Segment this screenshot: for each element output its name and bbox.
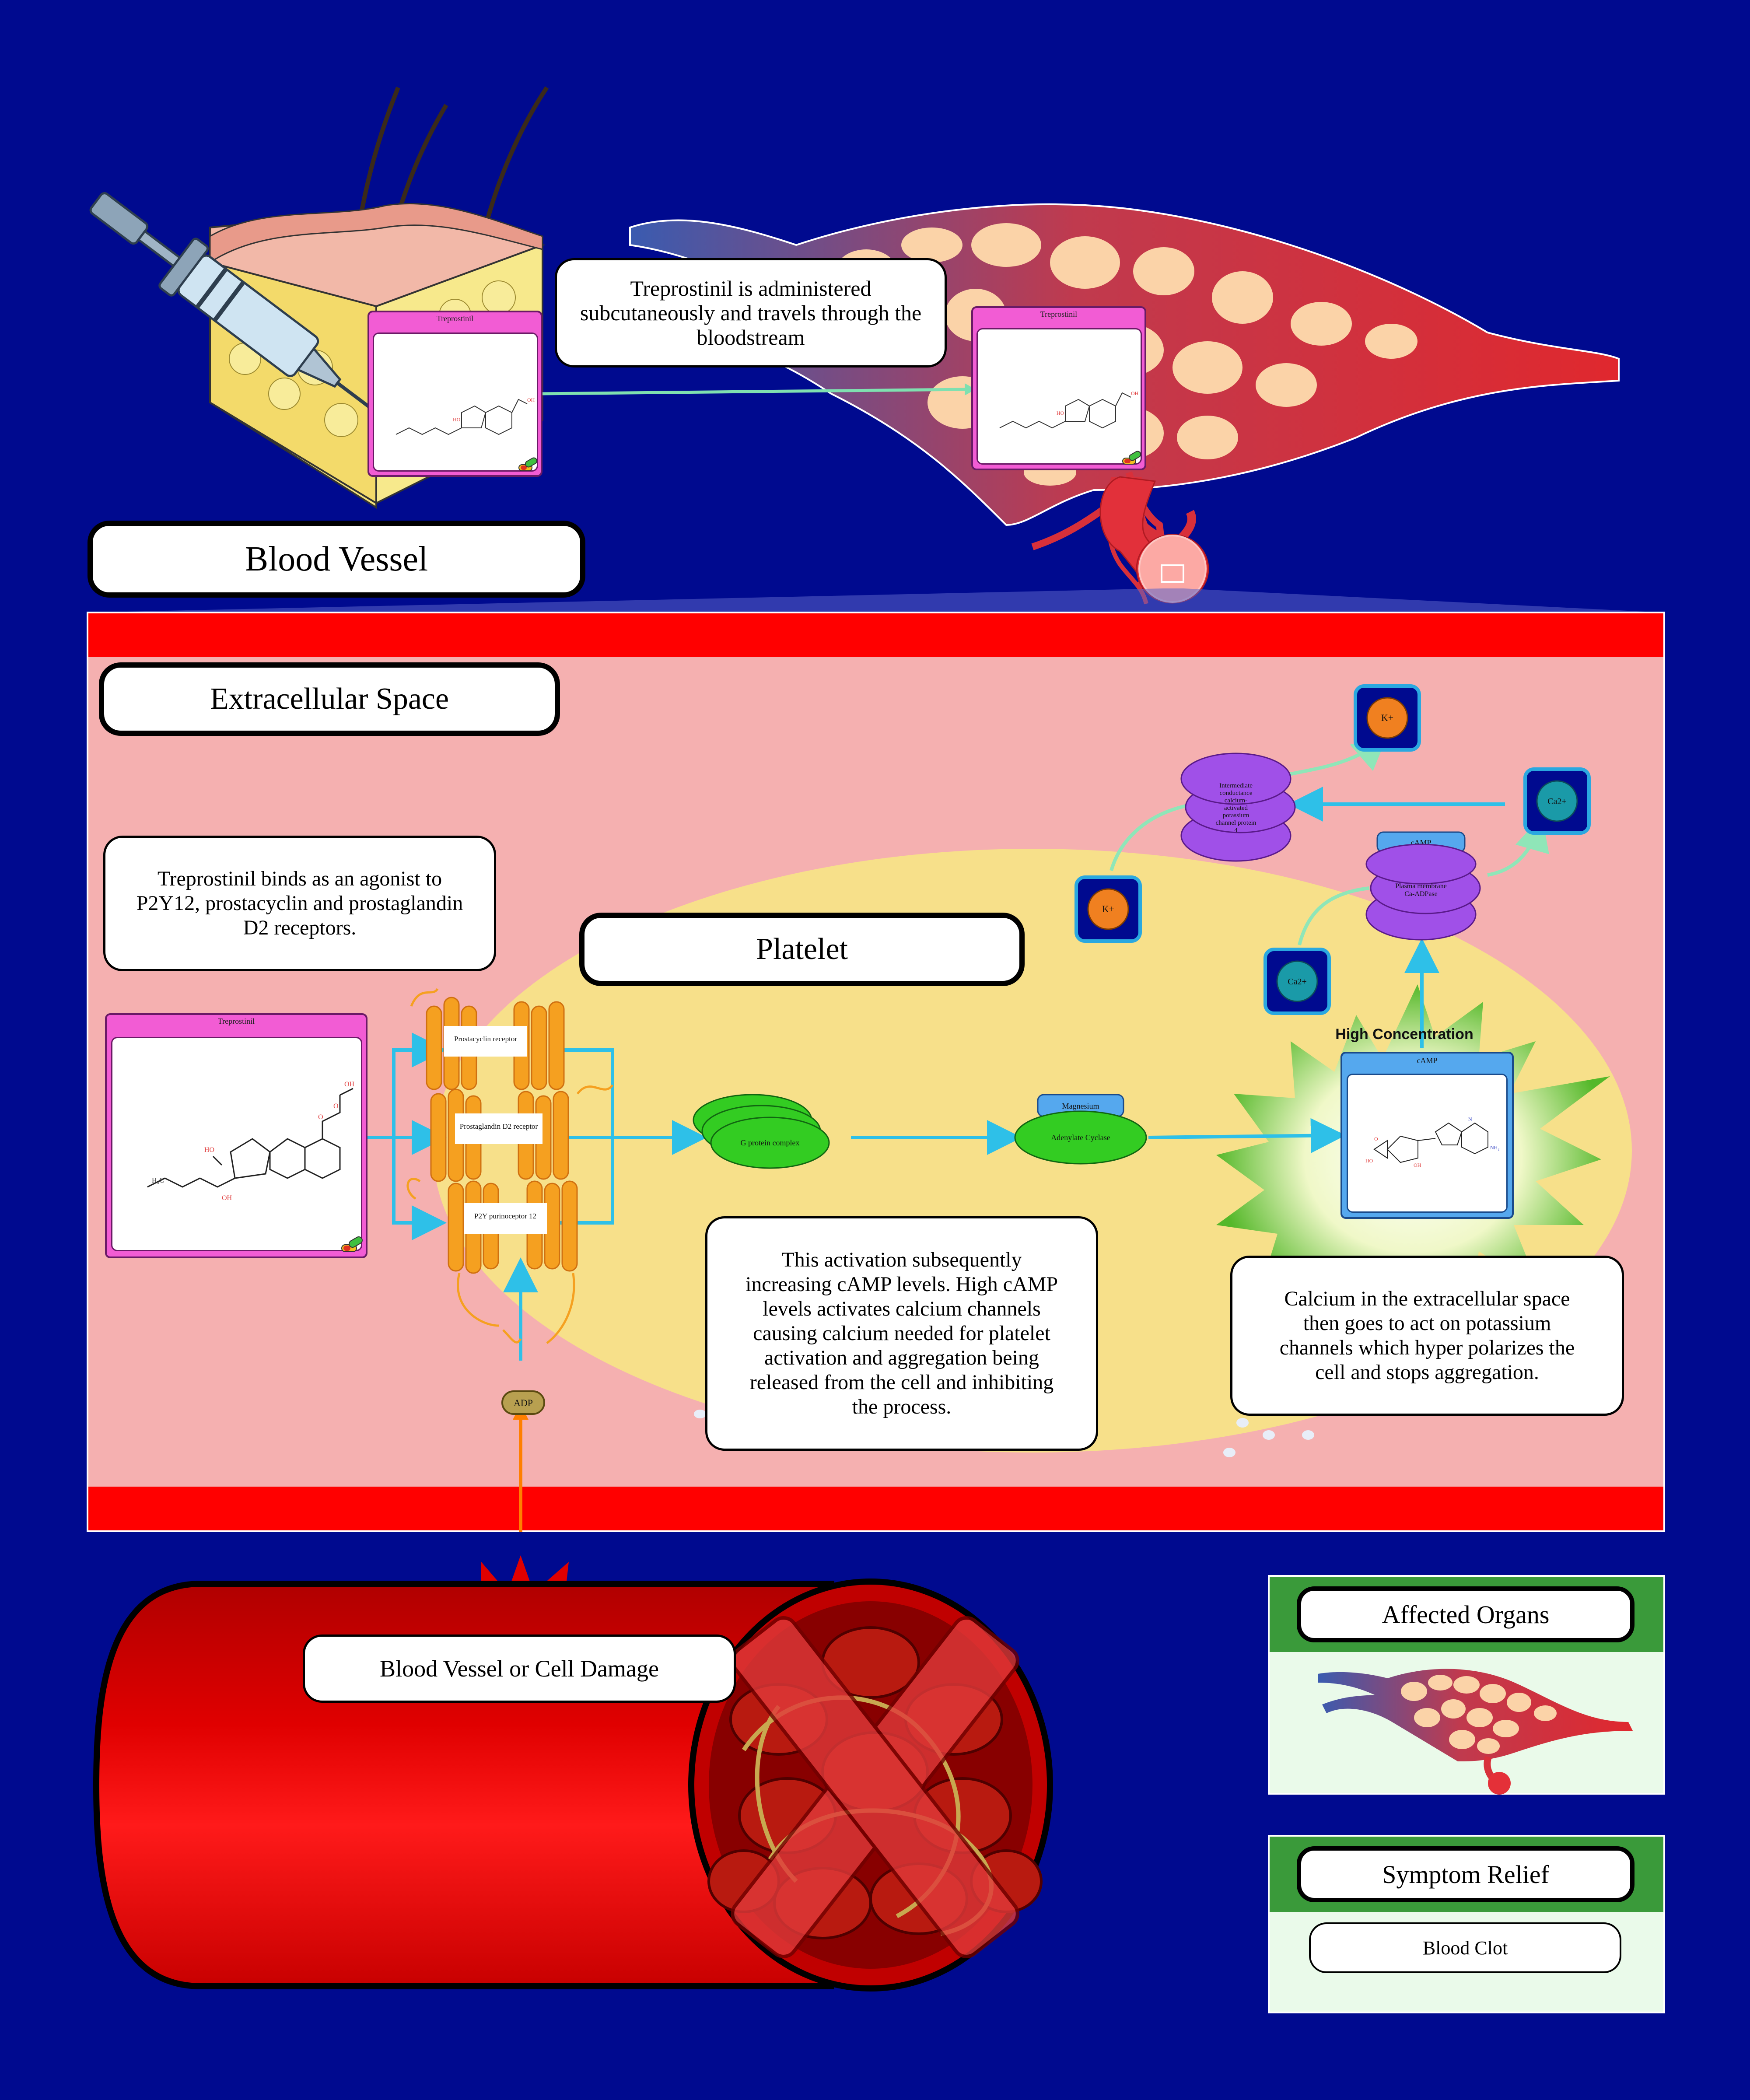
drug-card-panel: Treprostinil H₃C HO OH O OH O	[105, 1013, 368, 1258]
svg-text:O: O	[333, 1102, 339, 1110]
symptom-relief-title: Symptom Relief	[1297, 1846, 1634, 1902]
extracellular-title: Extracellular Space	[99, 662, 560, 736]
adenylate-cyclase-label: Adenylate Cyclase	[1051, 1133, 1110, 1142]
svg-text:OH: OH	[344, 1081, 355, 1088]
adp-arrow	[513, 1404, 528, 1532]
binds-callout: Treprostinil binds as an agonist to P2Y1…	[103, 836, 496, 971]
g-protein-complex	[693, 1094, 830, 1169]
p2y12-label: P2Y purinoceptor 12	[474, 1212, 536, 1220]
svg-text:HO: HO	[453, 416, 461, 423]
g-protein-label: G protein complex	[741, 1138, 800, 1147]
platelet-title-text: Platelet	[756, 932, 848, 966]
adp-node	[501, 1390, 545, 1415]
blood-clot-item: Blood Clot	[1309, 1922, 1621, 1973]
p2y12-box	[464, 1203, 547, 1234]
small-vesicles	[694, 1410, 1314, 1457]
activation-callout-text: This activation subsequently increasing …	[745, 1248, 1058, 1418]
svg-text:OH: OH	[1131, 390, 1139, 396]
blood-vessel-title-text: Blood Vessel	[245, 539, 428, 578]
calcium-callout: Calcium in the extracellular space then …	[1230, 1256, 1624, 1416]
svg-text:O: O	[1374, 1136, 1378, 1142]
camp-card: cAMP HO O OH NH₂ N	[1340, 1052, 1514, 1219]
drug-card-title: Treprostinil	[1040, 310, 1078, 318]
svg-text:NH₂: NH₂	[1490, 1144, 1500, 1151]
drug-card-title: Treprostinil	[217, 1017, 255, 1026]
treprostinil-structure-icon: HO OH	[999, 390, 1139, 429]
calcium-ion-right-label: Ca2+	[1547, 797, 1567, 806]
damage-label-text: Blood Vessel or Cell Damage	[380, 1656, 659, 1682]
syringe-icon	[89, 192, 419, 445]
svg-text:N: N	[1468, 1116, 1472, 1122]
receptor-arrows	[368, 787, 1505, 1361]
adp-label: ADP	[514, 1397, 533, 1408]
adenylate-cyclase-node	[1014, 1110, 1147, 1165]
vessel-wall-top	[88, 613, 1663, 657]
zoom-connector	[88, 588, 1662, 612]
calcium-callout-text: Calcium in the extracellular space then …	[1279, 1287, 1575, 1384]
treprostinil-structure-icon: HO OH	[396, 397, 535, 435]
calcium-ion-left	[1264, 948, 1331, 1015]
svg-text:O: O	[318, 1113, 323, 1121]
plasma-membrane-atpase	[1365, 844, 1481, 941]
pill-icon	[341, 1236, 363, 1252]
pgd2-receptor-box	[455, 1113, 542, 1144]
prostacyclin-receptor-helices	[426, 997, 565, 1090]
activation-callout: This activation subsequently increasing …	[705, 1216, 1098, 1451]
potassium-channel	[1180, 752, 1296, 862]
pill-icon	[1122, 451, 1141, 465]
transport-arrow	[540, 388, 967, 396]
pill-icon	[518, 457, 538, 471]
prostacyclin-receptor-box	[444, 1026, 527, 1057]
calcium-ion-right	[1523, 767, 1591, 835]
svg-text:OH: OH	[222, 1194, 232, 1202]
prohibited-x-icon	[731, 1616, 1019, 1958]
svg-text:HO: HO	[1057, 410, 1064, 416]
affected-organs-title-text: Affected Organs	[1382, 1600, 1550, 1629]
symptom-relief-panel: Symptom Relief Blood Clot	[1268, 1835, 1665, 2013]
platelet-title: Platelet	[579, 913, 1025, 986]
binds-callout-text: Treprostinil binds as an agonist to P2Y1…	[136, 867, 463, 939]
molecule-frame: HO OH	[373, 332, 538, 472]
blood-vessel-title: Blood Vessel	[88, 521, 585, 598]
drug-card-top-left: Treprostinil HO OH	[368, 311, 542, 477]
svg-text:HO: HO	[1365, 1158, 1373, 1164]
camp-structure-frame: HO O OH NH₂ N	[1347, 1074, 1508, 1213]
potassium-ion-upper-label: K+	[1381, 712, 1393, 723]
calcium-ion-left-label: Ca2+	[1288, 977, 1307, 987]
treprostinil-structure-icon: H₃C HO OH O OH O	[147, 1081, 355, 1202]
vessel-wall-bottom	[88, 1487, 1663, 1530]
blood-clot-item-text: Blood Clot	[1422, 1937, 1508, 1959]
potassium-ion-lower	[1074, 875, 1142, 943]
magnesium-label: Magnesium	[1062, 1102, 1099, 1110]
svg-text:OH: OH	[1414, 1162, 1421, 1168]
molecule-frame: HO OH	[976, 328, 1142, 465]
damage-label-box: Blood Vessel or Cell Damage	[303, 1634, 736, 1703]
potassium-ion-upper	[1354, 684, 1421, 752]
administration-callout-text: Treprostinil is administered subcutaneou…	[580, 276, 922, 350]
organ-vascular-icon	[1318, 1669, 1633, 1795]
administration-callout: Treprostinil is administered subcutaneou…	[555, 258, 947, 368]
affected-organs-title: Affected Organs	[1297, 1586, 1634, 1642]
high-concentration-label: High Concentration	[1335, 1026, 1473, 1043]
drug-card-top-right: Treprostinil HO OH	[971, 306, 1146, 470]
svg-text:HO: HO	[204, 1146, 214, 1154]
extracellular-title-text: Extracellular Space	[210, 682, 449, 716]
prostacyclin-receptor-label: Prostacyclin receptor	[454, 1035, 517, 1043]
affected-organs-panel: Affected Organs	[1268, 1575, 1665, 1795]
symptom-relief-title-text: Symptom Relief	[1382, 1860, 1549, 1889]
molecule-frame: H₃C HO OH O OH O	[111, 1037, 362, 1251]
svg-text:H₃C: H₃C	[152, 1177, 164, 1184]
svg-text:OH: OH	[527, 397, 535, 403]
camp-card-title: cAMP	[1417, 1056, 1438, 1065]
potassium-ion-lower-label: K+	[1102, 903, 1114, 914]
pgd2-receptor-label: Prostaglandin D2 receptor	[460, 1122, 538, 1130]
drug-card-title: Treprostinil	[436, 314, 474, 323]
camp-structure-icon: HO O OH NH₂ N	[1365, 1116, 1500, 1168]
